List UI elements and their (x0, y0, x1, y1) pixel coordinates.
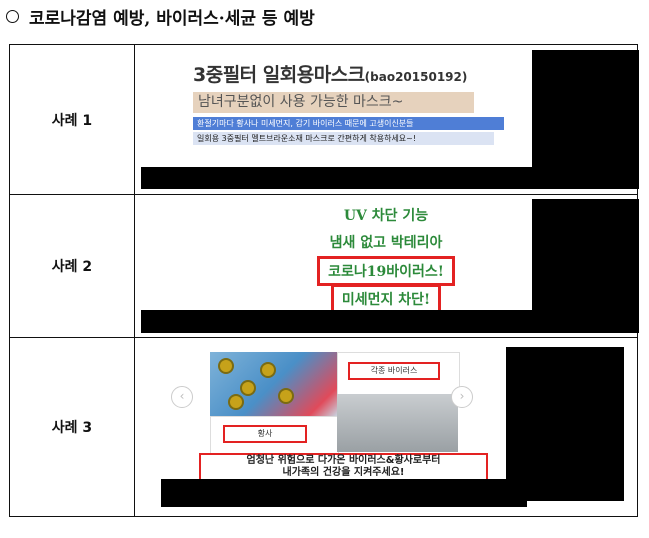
virus-image (210, 352, 337, 416)
case-3-content: ‹ 각종 바이러스 황사 › (134, 337, 638, 517)
virus-tag-panel: 각종 바이러스 (337, 352, 460, 396)
chevron-left-icon[interactable]: ‹ (171, 386, 193, 408)
mask-ad-line-2: 일회용 3중필터 멜트브라운소재 마스크로 간편하게 착용하세요~! (193, 132, 494, 145)
mask-ad-line-1: 환절기마다 황사나 미세먼지, 감기 바이러스 때문에 고생이신분들 (193, 117, 504, 130)
dust-tag-panel: 황사 (210, 416, 339, 454)
redaction-block (532, 50, 639, 189)
product-slider: ‹ 각종 바이러스 황사 › (161, 347, 488, 509)
mask-ad-subtitle: 남녀구분없이 사용 가능한 마스크~ (193, 92, 474, 113)
claim-covid-boxed: 코로나19바이러스! (317, 256, 455, 286)
dust-tag: 황사 (223, 425, 307, 443)
circle-bullet-icon (6, 9, 19, 23)
claim-odor-bacteria: 냄새 없고 박테리아 (329, 235, 443, 251)
section-heading: 코로나감염 예방, 바이러스·세균 등 예방 (6, 4, 315, 29)
redaction-block (506, 347, 624, 501)
mask-ad-image: 3중필터 일회용마스크(bao20150192) 남녀구분없이 사용 가능한 마… (187, 50, 531, 168)
yellow-dust-street-image (337, 394, 458, 452)
case-2-content: UV 차단 기능 냄새 없고 박테리아 코로나19바이러스! 미세먼지 차단! (134, 194, 639, 338)
heading-text: 코로나감염 예방, 바이러스·세균 등 예방 (29, 8, 315, 29)
virus-tag: 각종 바이러스 (348, 362, 440, 380)
mask-ad-code: (bao20150192) (364, 70, 468, 84)
table-row: 사례 2 UV 차단 기능 냄새 없고 박테리아 코로나19바이러스! 미세먼지… (9, 194, 639, 338)
redaction-block (141, 167, 561, 189)
case-1-content: 3중필터 일회용마스크(bao20150192) 남녀구분없이 사용 가능한 마… (134, 44, 639, 195)
case-label: 사례 2 (9, 194, 135, 338)
mask-ad-title: 3중필터 일회용마스크(bao20150192) (193, 64, 468, 86)
redaction-block (161, 479, 527, 507)
case-label: 사례 1 (9, 44, 135, 195)
chevron-right-icon[interactable]: › (451, 386, 473, 408)
claim-uv: UV 차단 기능 (343, 208, 429, 224)
table-row: 사례 3 ‹ 각종 바이러스 황사 (9, 337, 638, 517)
case-label: 사례 3 (9, 337, 135, 517)
redaction-block (141, 310, 561, 333)
cases-table: 사례 1 3중필터 일회용마스크(bao20150192) 남녀구분없이 사용 … (9, 44, 639, 517)
table-row: 사례 1 3중필터 일회용마스크(bao20150192) 남녀구분없이 사용 … (9, 44, 639, 195)
